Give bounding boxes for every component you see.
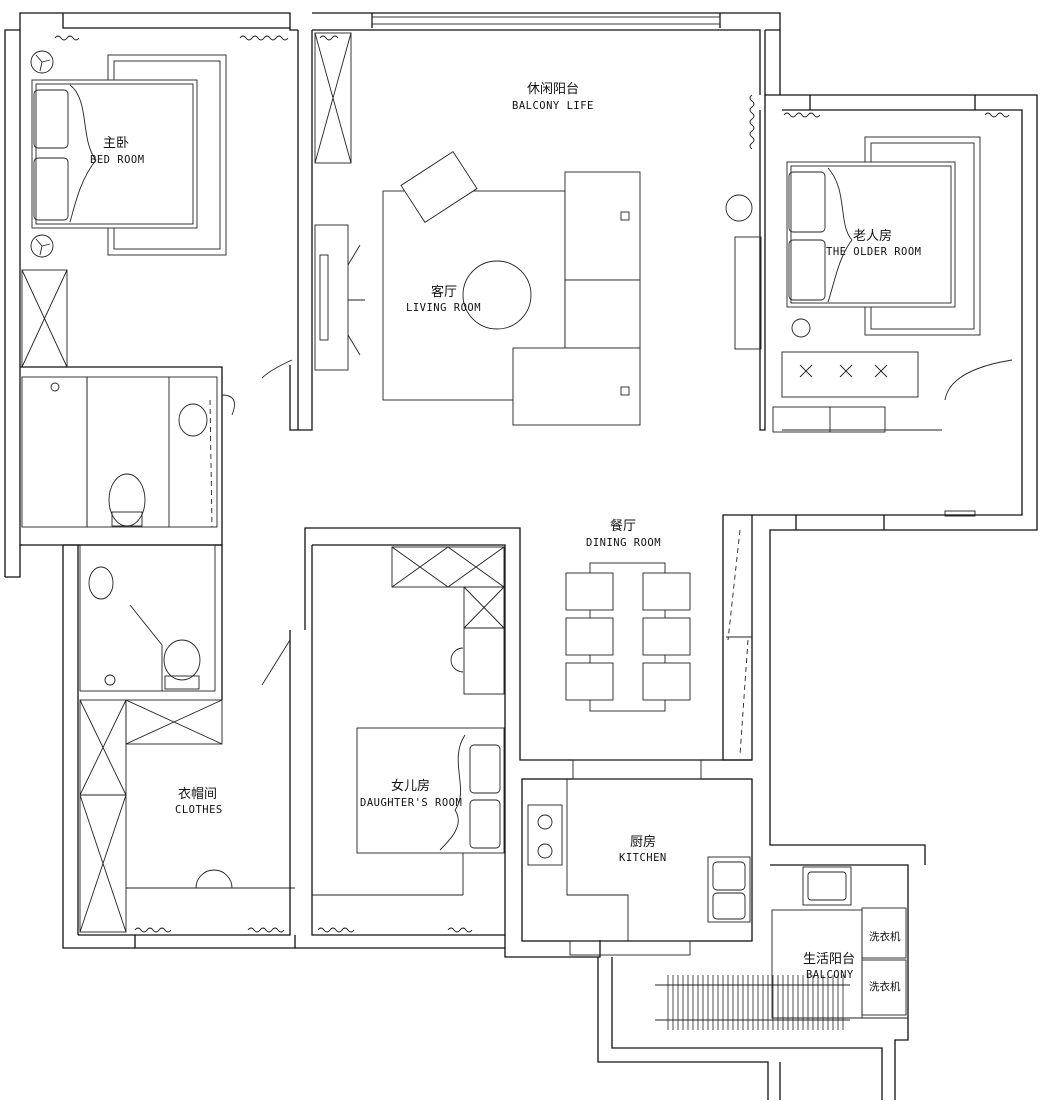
exterior-walls	[4, 12, 1038, 865]
kitchen: 厨房 KITCHEN	[504, 759, 753, 958]
service-balcony-en-label: BALCONY	[806, 969, 854, 981]
service-balcony-cn-label: 生活阳台	[803, 952, 855, 967]
living-area: 休闲阳台 BALCONY LIFE 客厅 LIVING ROOM	[261, 32, 641, 426]
dining-room-en-label: DINING ROOM	[586, 537, 661, 549]
clothes-drying-rack	[667, 975, 844, 1030]
balcony-life-en-label: BALCONY LIFE	[512, 100, 594, 112]
older-room: 老人房 THE OLDER ROOM	[725, 94, 1013, 433]
dining-area: 餐厅 DINING ROOM	[565, 518, 752, 756]
stove-icon	[537, 814, 553, 859]
dining-room-cn-label: 餐厅	[610, 518, 636, 534]
clothes-en-label: CLOTHES	[175, 804, 223, 816]
second-bathroom	[62, 544, 223, 949]
master-bedroom-cn-label: 主卧	[103, 136, 129, 151]
clothes-cn-label: 衣帽间	[178, 786, 217, 802]
master-bedroom: 主卧 BED ROOM	[21, 35, 289, 368]
living-room-en-label: LIVING ROOM	[406, 302, 481, 314]
balcony-life-cn-label: 休闲阳台	[527, 82, 579, 97]
kitchen-cn-label: 厨房	[630, 834, 656, 850]
daughter-room-cn-label: 女儿房	[391, 778, 430, 794]
clothes-room: 衣帽间 CLOTHES	[78, 630, 296, 949]
master-bedroom-en-label: BED ROOM	[90, 154, 145, 166]
fan-icon	[30, 50, 54, 258]
older-room-cn-label: 老人房	[853, 228, 892, 244]
daughter-room-en-label: DAUGHTER'S ROOM	[360, 797, 462, 809]
living-room-cn-label: 客厅	[431, 284, 457, 300]
older-room-en-label: THE OLDER ROOM	[826, 246, 922, 258]
master-bathroom	[20, 366, 235, 546]
washer-2-label: 洗衣机	[869, 980, 901, 993]
kitchen-en-label: KITCHEN	[619, 852, 667, 864]
service-balcony: 洗衣机 洗衣机 生活阳台 BALCONY	[597, 864, 909, 1100]
washer-1-label: 洗衣机	[869, 930, 901, 943]
